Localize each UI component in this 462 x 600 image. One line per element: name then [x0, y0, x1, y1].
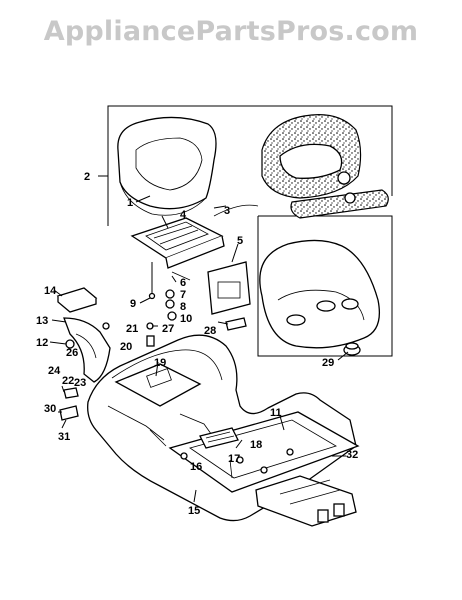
bucket-seat — [259, 239, 381, 349]
watermark: AppliancePartsPros.com — [43, 16, 419, 47]
callout-19: 19 — [154, 357, 166, 369]
seat-alt-bracket — [257, 215, 393, 357]
hardware-stack — [146, 262, 191, 347]
callout-30: 30 — [44, 403, 56, 415]
callout-31: 31 — [58, 431, 70, 443]
callout-29: 29 — [322, 357, 334, 369]
callout-4: 4 — [180, 209, 187, 221]
seat-group-bracket — [107, 105, 393, 226]
callout-21: 21 — [126, 323, 138, 335]
callout-11: 11 — [270, 407, 282, 419]
decal-28 — [225, 317, 247, 331]
adjust-rod — [213, 204, 259, 217]
callout-5: 5 — [237, 235, 243, 247]
callout-7: 7 — [180, 289, 186, 301]
callout-12: 12 — [36, 337, 48, 349]
callout-22: 22 — [62, 375, 74, 387]
leader-lines — [49, 175, 349, 503]
callout-6: 6 — [180, 277, 186, 289]
frame — [168, 411, 360, 527]
callout-17: 17 — [228, 453, 240, 465]
callout-32: 32 — [346, 449, 358, 461]
seat-hinge-bracket — [130, 217, 225, 269]
callout-28: 28 — [204, 325, 216, 337]
callout-15: 15 — [188, 505, 200, 517]
callout-27: 27 — [162, 323, 174, 335]
callout-1: 1 — [127, 197, 133, 209]
callout-10: 10 — [180, 313, 192, 325]
fender-lever-assembly — [56, 287, 111, 421]
callout-18: 18 — [250, 439, 262, 451]
callout-16: 16 — [190, 461, 202, 473]
mount-plate — [207, 261, 251, 315]
seat-pan-speckled — [261, 114, 389, 219]
callout-9: 9 — [130, 298, 136, 310]
callout-20: 20 — [120, 341, 132, 353]
callout-2: 2 — [84, 171, 90, 183]
callout-24: 24 — [48, 365, 61, 377]
seat-cushion — [117, 116, 217, 216]
callout-14: 14 — [44, 285, 57, 297]
callout-3: 3 — [224, 205, 230, 217]
fender-deck — [87, 334, 357, 522]
callout-23: 23 — [74, 377, 86, 389]
callout-13: 13 — [36, 315, 48, 327]
callout-8: 8 — [180, 301, 186, 313]
callout-26: 26 — [66, 347, 78, 359]
